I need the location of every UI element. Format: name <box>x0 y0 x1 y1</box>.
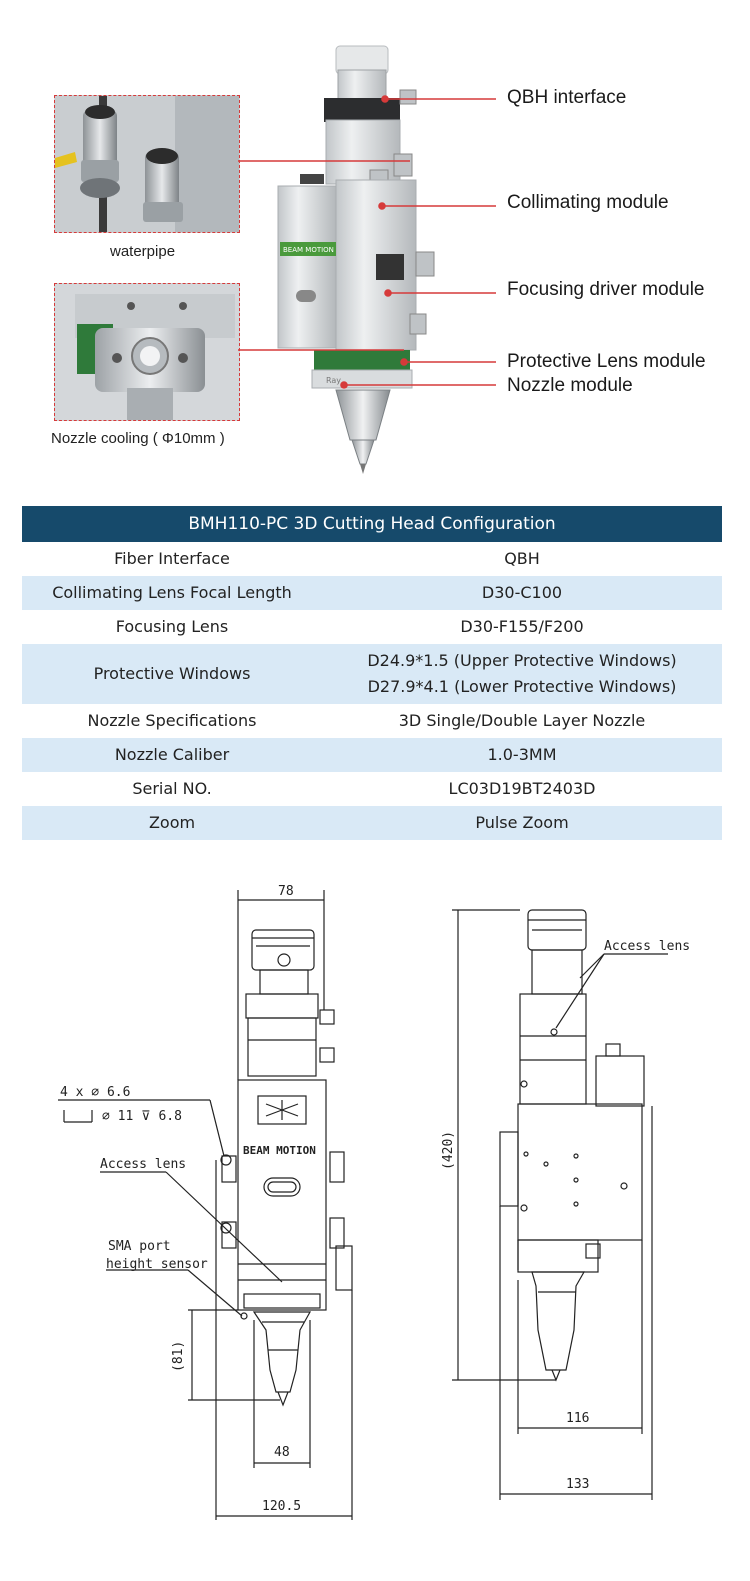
table-row: Nozzle Specifications 3D Single/Double L… <box>22 704 722 738</box>
waterpipe-caption: waterpipe <box>110 243 176 260</box>
table-row: Nozzle Caliber 1.0-3MM <box>22 738 722 772</box>
callout-collimating: Collimating module <box>507 192 669 213</box>
row-value: LC03D19BT2403D <box>448 779 596 798</box>
row-label: Fiber Interface <box>114 549 230 568</box>
row-label: Focusing Lens <box>115 617 229 636</box>
dim-133: 133 <box>566 1477 589 1492</box>
brand-label: BEAM MOTION <box>283 246 334 254</box>
row-label: Serial NO. <box>132 779 212 798</box>
table-header-row: BMH110-PC 3D Cutting Head Configuration <box>22 506 722 542</box>
table-row: Collimating Lens Focal Length D30-C100 <box>22 576 722 610</box>
dim-120-5: 120.5 <box>262 1499 301 1514</box>
row-label: Zoom <box>22 806 322 840</box>
row-value: Pulse Zoom <box>322 806 722 840</box>
dim-top-width: 78 <box>278 884 294 899</box>
technical-drawing: 78 4 x ∅ 6.6 ∅ 11 ⊽ 6.8 Access lens SMA … <box>58 884 690 1520</box>
callout-qbh: QBH interface <box>507 87 627 108</box>
row-value-line1: D24.9*1.5 (Upper Protective Windows) <box>367 651 677 670</box>
drawing-brand: BEAM MOTION <box>243 1144 316 1157</box>
access-lens-left: Access lens <box>100 1157 186 1172</box>
row-label: Collimating Lens Focal Length <box>22 576 322 610</box>
table-row: Protective Windows D24.9*1.5 (Upper Prot… <box>22 644 722 704</box>
table-row: Zoom Pulse Zoom <box>22 806 722 840</box>
waterpipe-inset <box>54 95 240 233</box>
hole-spec-2: ∅ 11 ⊽ 6.8 <box>102 1109 182 1124</box>
callout-protective: Protective Lens module <box>507 351 706 372</box>
row-label: Protective Windows <box>22 644 322 704</box>
dim-420: (420) <box>441 1131 456 1170</box>
table-row: Serial NO. LC03D19BT2403D <box>22 772 722 806</box>
hole-spec-1: 4 x ∅ 6.6 <box>60 1085 130 1100</box>
table-title: BMH110-PC 3D Cutting Head Configuration <box>22 506 722 542</box>
table-row: Fiber Interface QBH <box>22 542 722 576</box>
row-value-line2: D27.9*4.1 (Lower Protective Windows) <box>367 677 677 696</box>
table-row: Focusing Lens D30-F155/F200 <box>22 610 722 644</box>
dim-48: 48 <box>274 1445 290 1460</box>
nozzle-cooling-caption: Nozzle cooling ( Φ10mm ) <box>51 430 225 447</box>
cutting-head-photo: BEAM MOTION Ray <box>277 45 435 474</box>
row-value: 3D Single/Double Layer Nozzle <box>398 711 646 730</box>
callout-lines <box>238 95 496 389</box>
config-table: BMH110-PC 3D Cutting Head Configuration … <box>22 506 722 840</box>
row-label: Nozzle Specifications <box>87 711 257 730</box>
waterpipe-photo <box>55 96 239 232</box>
access-lens-right: Access lens <box>604 939 690 954</box>
product-overview: waterpipe Nozzle cooling ( Φ10mm ) <box>0 0 750 490</box>
row-value: QBH <box>504 549 540 568</box>
dim-116: 116 <box>566 1411 589 1426</box>
maker-label: Ray <box>326 376 341 385</box>
callout-focusing: Focusing driver module <box>507 279 705 300</box>
row-value: D24.9*1.5 (Upper Protective Windows) D27… <box>322 644 722 704</box>
row-label: Nozzle Caliber <box>22 738 322 772</box>
row-value: 1.0-3MM <box>322 738 722 772</box>
dim-81: (81) <box>171 1341 186 1372</box>
nozzle-cooling-inset <box>54 283 240 421</box>
height-sensor-label: height sensor <box>106 1257 208 1272</box>
sma-port-label: SMA port <box>108 1239 171 1254</box>
row-value: D30-C100 <box>322 576 722 610</box>
nozzle-cooling-photo <box>55 284 239 420</box>
callout-nozzle: Nozzle module <box>507 375 633 396</box>
row-value: D30-F155/F200 <box>460 617 584 636</box>
